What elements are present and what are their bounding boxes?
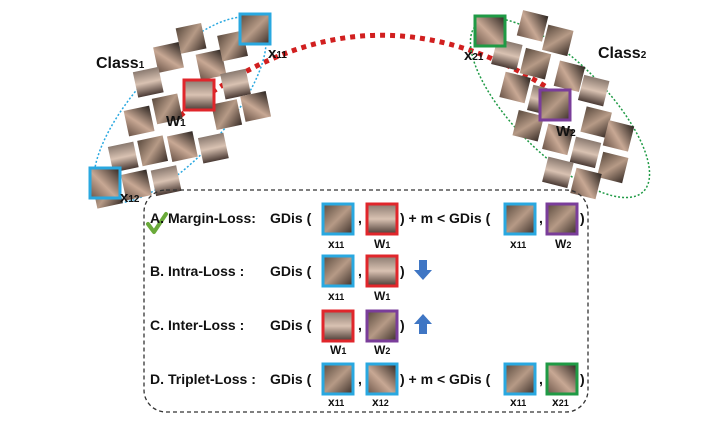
row-inter-loss: C. Inter-Loss : GDis ( , ) W1 W2 xyxy=(150,309,432,357)
row-d-tail: ) + m < GDis ( xyxy=(400,371,491,387)
row-d-comma: , xyxy=(358,371,362,387)
row-d-label-2: x12 xyxy=(372,395,389,409)
class1-label: Class1 xyxy=(96,55,145,72)
row-b-x11-face xyxy=(321,254,355,288)
arrow-up-icon xyxy=(414,314,432,334)
row-a-x11-face xyxy=(321,202,355,236)
row-a-w2-face xyxy=(545,202,579,236)
arrow-down-icon xyxy=(414,260,432,280)
row-d-comma-2: , xyxy=(539,371,543,387)
row-b-comma: , xyxy=(358,263,362,279)
row-b-name: Intra-Loss : xyxy=(168,263,244,279)
class2-face-cluster xyxy=(473,10,635,200)
w1-cluster-label: W1 xyxy=(166,113,186,130)
x21-cluster-label: x21 xyxy=(464,47,484,64)
x11-cluster-label: x11 xyxy=(268,45,287,62)
row-a-w1-face xyxy=(365,202,399,236)
w1-face-frame xyxy=(182,78,216,112)
check-icon xyxy=(146,212,168,234)
row-a-comma-2: , xyxy=(539,210,543,226)
row-a-tail: ) + m < GDis ( xyxy=(400,210,491,226)
row-c-letter: C. xyxy=(150,317,164,333)
row-b-letter: B. xyxy=(150,263,164,279)
row-d-x21-face xyxy=(545,362,579,396)
row-a-label-4: W2 xyxy=(555,237,571,251)
row-c-name: Inter-Loss : xyxy=(168,317,244,333)
x11-face-frame xyxy=(238,12,272,46)
x21-face-frame xyxy=(473,14,507,48)
row-b-tail: ) xyxy=(400,263,405,279)
row-d-label-3: x11 xyxy=(510,395,526,409)
loss-formulas-box xyxy=(143,189,589,413)
row-b-label-2: W1 xyxy=(374,289,390,303)
w2-face-frame xyxy=(538,88,572,122)
row-margin-loss: A. Margin-Loss: GDis ( , ) + m < GDis ( … xyxy=(150,202,585,251)
row-d-x11-face-2 xyxy=(503,362,537,396)
row-a-gdis: GDis ( xyxy=(270,210,312,226)
row-c-label-2: W2 xyxy=(374,343,390,357)
row-c-gdis: GDis ( xyxy=(270,317,312,333)
row-c-w2-face xyxy=(365,309,399,343)
row-a-name: Margin-Loss: xyxy=(168,210,256,226)
row-b-label-1: x11 xyxy=(328,289,344,303)
row-a-comma: , xyxy=(358,210,362,226)
row-d-letter: D. xyxy=(150,371,164,387)
row-d-close: ) xyxy=(580,371,585,387)
row-d-x12-face xyxy=(365,362,399,396)
row-a-label-2: W1 xyxy=(374,237,390,251)
row-d-gdis: GDis ( xyxy=(270,371,312,387)
row-c-comma: , xyxy=(358,317,362,333)
row-triplet-loss: D. Triplet-Loss : GDis ( , ) + m < GDis … xyxy=(150,362,585,409)
class1-face-cluster xyxy=(88,12,272,209)
row-c-w1-face xyxy=(321,309,355,343)
row-a-letter: A. xyxy=(150,210,164,226)
row-a-label-1: x11 xyxy=(328,237,344,251)
row-intra-loss: B. Intra-Loss : GDis ( , ) x11 W1 xyxy=(150,254,432,303)
row-b-gdis: GDis ( xyxy=(270,263,312,279)
row-a-close: ) xyxy=(580,210,585,226)
w2-cluster-label: W2 xyxy=(556,123,576,140)
row-d-label-4: x21 xyxy=(552,395,569,409)
row-d-label-1: x11 xyxy=(328,395,344,409)
row-c-tail: ) xyxy=(400,317,405,333)
x12-cluster-label: x12 xyxy=(120,189,140,206)
row-d-name: Triplet-Loss : xyxy=(168,371,256,387)
row-a-x11-face-2 xyxy=(503,202,537,236)
x12-face-frame xyxy=(88,166,122,200)
row-a-label-3: x11 xyxy=(510,237,526,251)
row-d-x11-face xyxy=(321,362,355,396)
row-c-label-1: W1 xyxy=(330,343,346,357)
class2-label: Class2 xyxy=(598,45,647,62)
row-b-w1-face xyxy=(365,254,399,288)
